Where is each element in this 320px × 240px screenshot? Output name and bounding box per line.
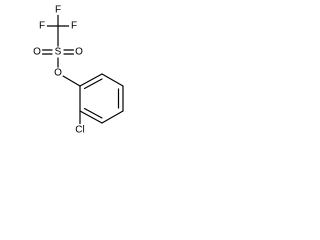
atom-chlorine: Cl: [75, 125, 84, 136]
atom-fluorine-left: F: [39, 21, 45, 32]
ring-inner-bond-c6-c1: [83, 78, 103, 90]
chemical-structure-diagram: F F F S O O O Cl: [31, 5, 124, 136]
bonds: [41, 12, 124, 126]
bond-o-c1: [62, 75, 81, 87]
ring-inner-bond-c2-c3: [83, 107, 103, 119]
ring-bond-c5-c6: [101, 73, 124, 87]
atom-oxygen-right: O: [75, 47, 83, 58]
atom-fluorine-right: F: [71, 21, 77, 32]
ring-bond-c2-c3: [79, 110, 103, 124]
atom-sulfur: S: [55, 47, 62, 58]
ring-bond-c3-c4: [101, 110, 124, 124]
atom-fluorine-top: F: [55, 5, 61, 16]
atom-oxygen-ester: O: [54, 68, 62, 79]
atom-labels: F F F S O O O Cl: [31, 5, 88, 136]
ring-bond-c6-c1: [79, 73, 103, 87]
atom-oxygen-left: O: [33, 47, 41, 58]
